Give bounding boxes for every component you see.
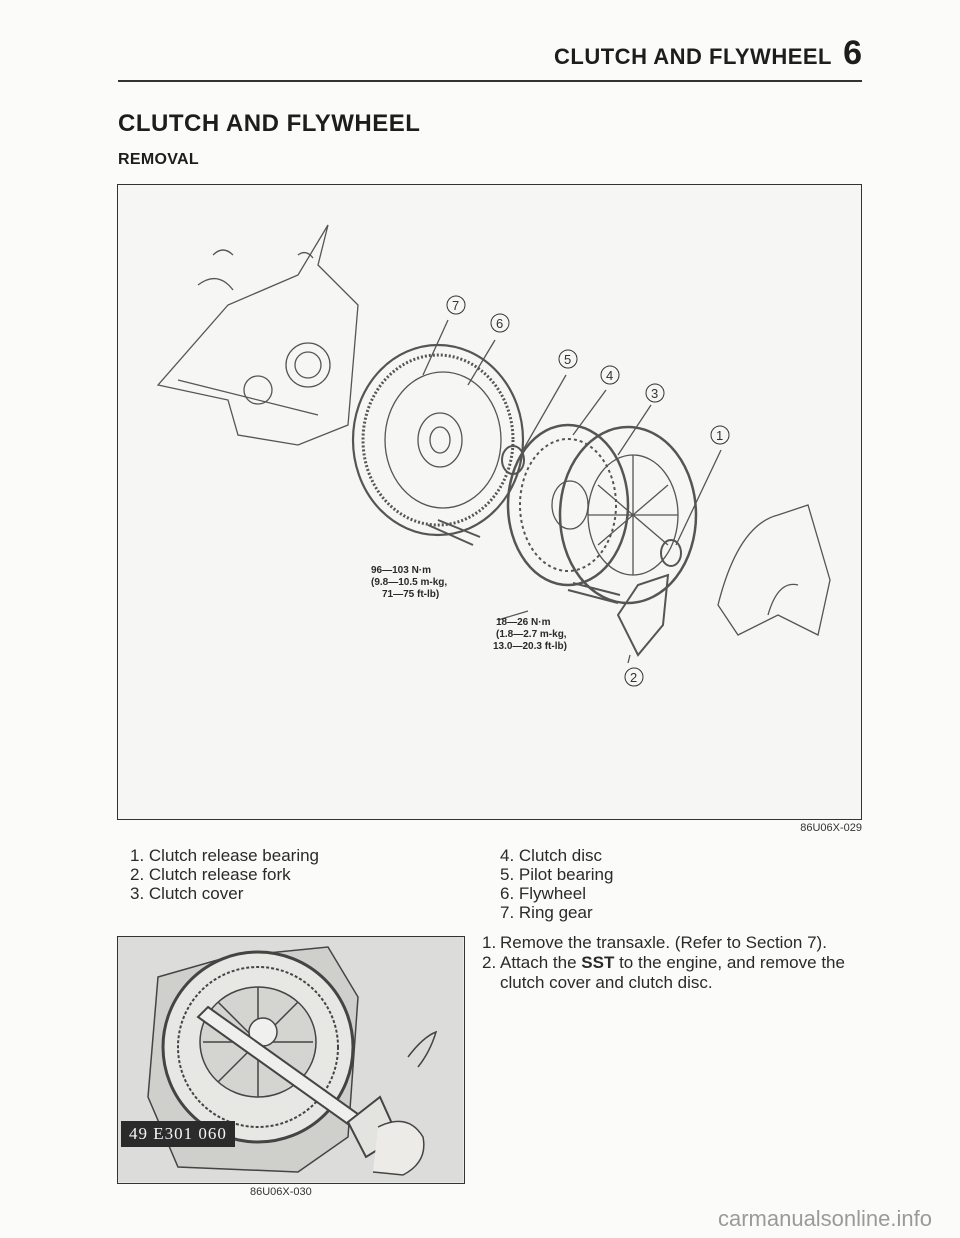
step-item: 1. Remove the transaxle. (Refer to Secti… — [482, 933, 870, 953]
legend-item: 5. Pilot bearing — [500, 865, 614, 884]
torque-cover-line-3: 13.0—20.3 ft-lb) — [493, 641, 567, 652]
figure-code: 86U06X-029 — [800, 822, 862, 834]
callout-7: 7 — [452, 298, 459, 313]
step-text-bold: SST — [581, 953, 615, 972]
chapter-number: 6 — [843, 34, 862, 72]
callout-6: 6 — [496, 316, 503, 331]
footer-watermark: carmanualsonline.info — [717, 1206, 932, 1231]
torque-cover-line-2: (1.8—2.7 m-kg, — [496, 629, 567, 640]
legend-item: 4. Clutch disc — [500, 846, 603, 865]
header-rule — [118, 80, 862, 82]
legend-item: 2. Clutch release fork — [130, 865, 291, 884]
torque-flywheel-line-2: (9.8—10.5 m-kg, — [371, 577, 447, 588]
legend-item: 1. Clutch release bearing — [130, 846, 320, 865]
exploded-view-drawing: 1 2 3 4 5 6 7 96—103 N·m (9.8—10.5 m-kg,… — [156, 224, 831, 687]
step-text: Remove the transaxle. (Refer to Section … — [500, 933, 827, 952]
step-number: 2. — [482, 953, 497, 972]
step-item: 2. Attach the SST to the engine, and rem… — [482, 953, 870, 993]
page-title: CLUTCH AND FLYWHEEL — [118, 110, 421, 137]
legend-left: 1. Clutch release bearing 2. Clutch rele… — [130, 846, 319, 903]
section-heading: REMOVAL — [118, 151, 199, 168]
legend-item: 3. Clutch cover — [130, 884, 244, 903]
sst-photo-figure: 49 E301 060 — [117, 936, 465, 1184]
figure-code: 86U06X-030 — [250, 1186, 312, 1198]
callout-2: 2 — [630, 670, 637, 685]
procedure-steps: 1. Remove the transaxle. (Refer to Secti… — [482, 933, 870, 993]
exploded-view-figure: 1 2 3 4 5 6 7 96—103 N·m (9.8—10.5 m-kg,… — [117, 184, 862, 820]
legend-item: 7. Ring gear — [500, 903, 593, 922]
step-number: 1. — [482, 933, 497, 952]
callout-4: 4 — [606, 368, 613, 383]
torque-flywheel-line-3: 71—75 ft-lb) — [382, 589, 439, 600]
legend-item: 6. Flywheel — [500, 884, 586, 903]
legend-right: 4. Clutch disc 5. Pilot bearing 6. Flywh… — [500, 846, 613, 922]
torque-cover-line-1: 18—26 N·m — [496, 617, 551, 628]
callout-3: 3 — [651, 386, 658, 401]
sst-number-label: 49 E301 060 — [121, 1121, 235, 1147]
running-header-title: CLUTCH AND FLYWHEEL — [554, 44, 832, 69]
callout-1: 1 — [716, 428, 723, 443]
torque-flywheel-line-1: 96—103 N·m — [371, 565, 431, 576]
callout-5: 5 — [564, 352, 571, 367]
step-text: Attach the SST to the engine, and remove… — [500, 953, 870, 993]
step-text-pre: Attach the — [500, 953, 582, 972]
step-text-post: to the engine, and remove the clutch cov… — [500, 953, 845, 992]
